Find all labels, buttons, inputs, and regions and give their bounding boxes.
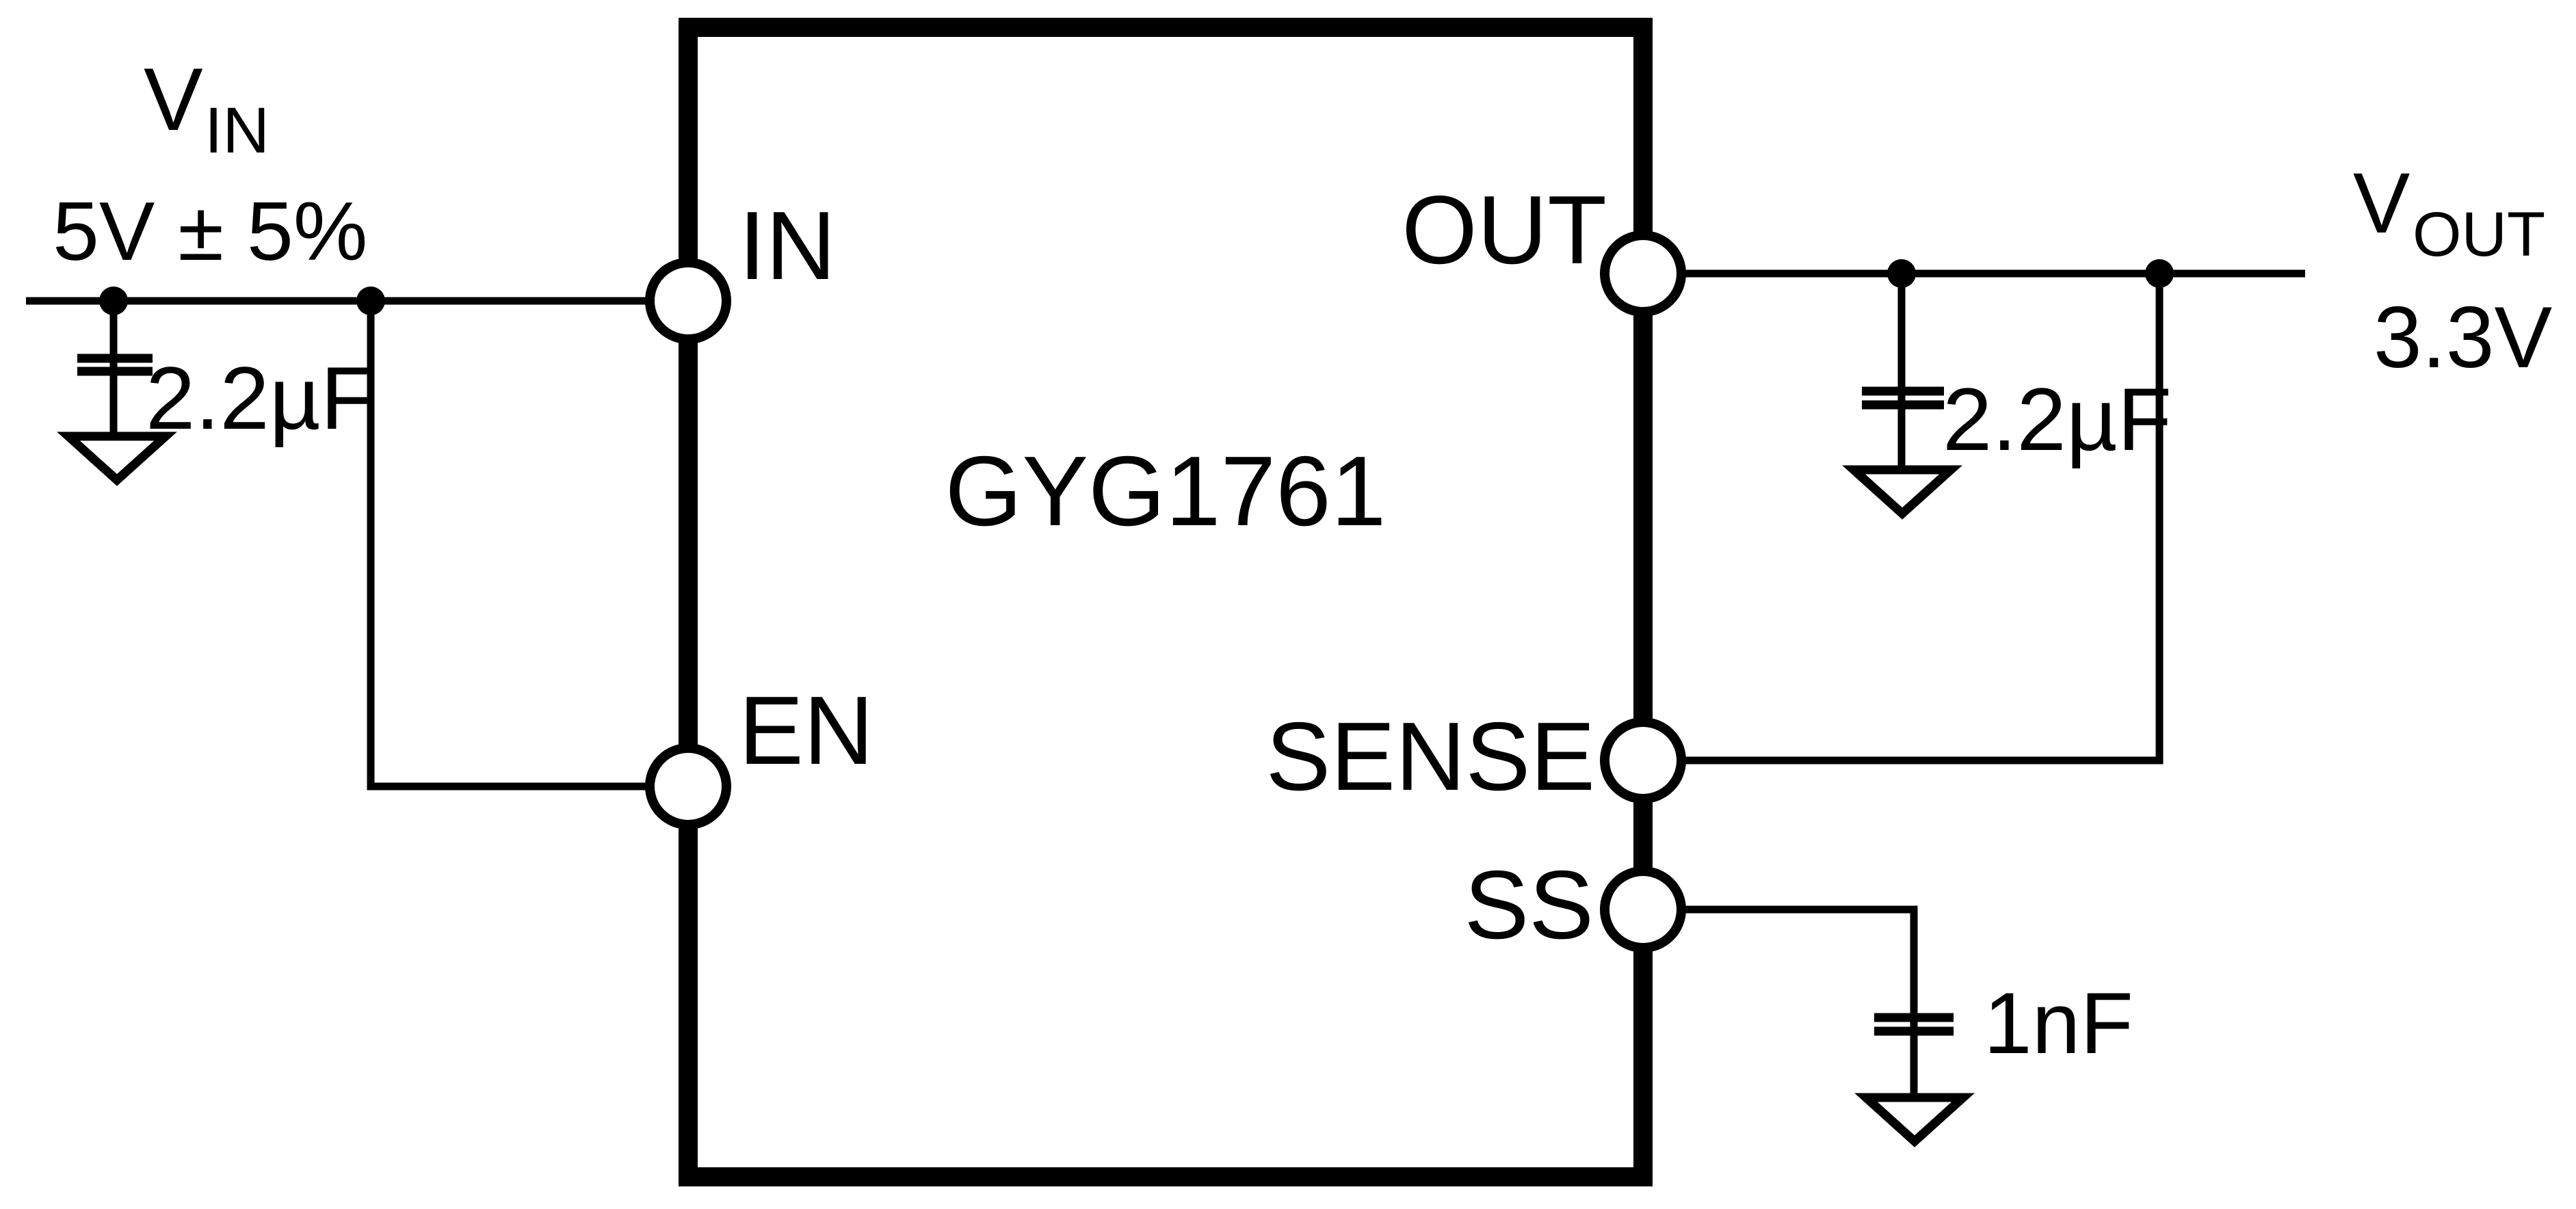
junction-sense-tap bbox=[2145, 259, 2174, 288]
input-ground-icon bbox=[57, 431, 177, 486]
vin-net-subscript: IN bbox=[205, 94, 270, 167]
wires bbox=[26, 269, 2305, 1098]
junction-dots bbox=[99, 259, 2174, 315]
ic-regulator: GYG1761 IN EN OUT SENSE SS bbox=[645, 18, 1686, 1186]
vin-net-main: V bbox=[144, 49, 203, 149]
pin-label-in: IN bbox=[739, 191, 836, 300]
ic-body-outline bbox=[679, 18, 1653, 1186]
output-ground-icon bbox=[1842, 465, 1962, 520]
pin-terminal-in bbox=[645, 258, 731, 344]
vout-net-label: V OUT bbox=[2353, 156, 2545, 269]
enable-branch-wire bbox=[367, 301, 650, 790]
pin-label-sense: SENSE bbox=[1266, 702, 1595, 811]
pin-terminal-en bbox=[645, 743, 731, 829]
output-capacitor: 2.2µF bbox=[1842, 369, 2172, 520]
vout-voltage-label: 3.3V bbox=[2374, 289, 2553, 386]
vout-net-main: V bbox=[2353, 156, 2410, 251]
junction-input-cap bbox=[99, 287, 128, 315]
junction-output-cap bbox=[1887, 259, 1916, 288]
pin-terminal-out bbox=[1600, 230, 1686, 317]
vin-net-label: V IN bbox=[144, 49, 270, 167]
output-capacitor-value: 2.2µF bbox=[1943, 369, 2172, 469]
soft-start-capacitor-value: 1nF bbox=[1984, 974, 2133, 1072]
net-labels: V IN 5V ± 5% V OUT 3.3V bbox=[53, 49, 2553, 386]
soft-start-capacitor: 1nF bbox=[1854, 974, 2133, 1147]
vout-net-subscript: OUT bbox=[2413, 200, 2545, 269]
pin-label-ss: SS bbox=[1464, 851, 1594, 959]
vin-spec-label: 5V ± 5% bbox=[53, 185, 367, 278]
pin-label-en: EN bbox=[739, 676, 873, 785]
input-capacitor-value: 2.2µF bbox=[146, 348, 375, 448]
pin-label-out: OUT bbox=[1402, 176, 1607, 284]
input-capacitor: 2.2µF bbox=[57, 348, 375, 486]
soft-start-wire bbox=[1681, 905, 1918, 1098]
ic-part-number: GYG1761 bbox=[945, 436, 1386, 546]
sense-feedback-wire bbox=[1681, 274, 2164, 765]
soft-start-ground-icon bbox=[1854, 1093, 1975, 1147]
pin-terminal-sense bbox=[1600, 717, 1686, 803]
pin-terminal-ss bbox=[1600, 866, 1686, 953]
junction-enable-tap bbox=[356, 287, 385, 315]
